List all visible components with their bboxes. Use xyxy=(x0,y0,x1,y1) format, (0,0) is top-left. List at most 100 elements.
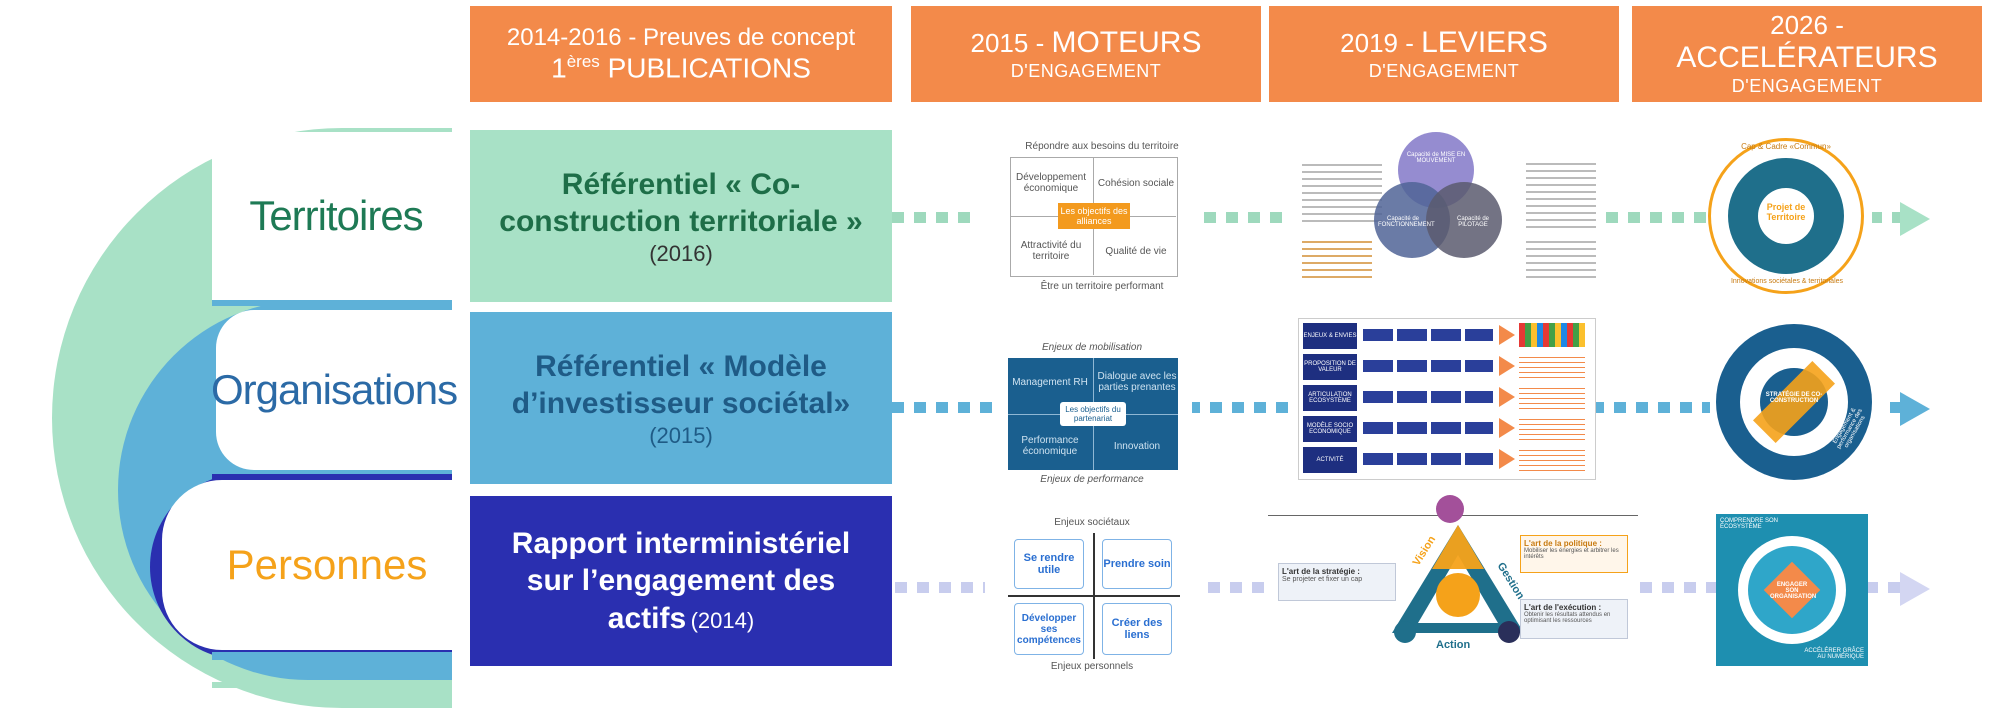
leviers-organisations-row-bar xyxy=(1363,360,1493,372)
moteurs-territoires-top: Répondre aux besoins du territoire xyxy=(1025,141,1179,152)
moteurs-territoires-q2: Cohésion sociale xyxy=(1097,177,1175,189)
accelerateurs-personnes-square: COMPRENDRE SON ÉCOSYSTÈME ENGAGER SON OR… xyxy=(1716,514,1868,666)
moteurs-personnes-q3: Développer ses compétences xyxy=(1014,603,1084,655)
leviers-organisations-row: ACTIVITÉ xyxy=(1303,447,1589,473)
leviers-territoires-c1: Capacité de MISE EN MOUVEMENT xyxy=(1406,152,1466,164)
header-publications-line2: PUBLICATIONS xyxy=(607,51,811,83)
connector-personnes-2 xyxy=(1208,582,1268,593)
publication-organisations-line2: d’investisseur sociétal» xyxy=(511,387,851,420)
moteurs-territoires-bottom: Être un territoire performant xyxy=(1040,281,1164,292)
header-moteurs: 2015 - MOTEURS D'ENGAGEMENT xyxy=(911,6,1261,102)
leviers-organisations-grid: ENJEUX & ENVIES PROPOSITION DE VALEUR ARTI… xyxy=(1298,318,1596,480)
arrow-territoires-icon xyxy=(1900,202,1930,236)
leviers-politique-title: L'art de la politique : xyxy=(1524,539,1602,548)
level-organisations: Organisations xyxy=(211,310,458,470)
moteurs-organisations-q3: Performance économique xyxy=(1021,435,1079,457)
accelerateurs-territoires-center: Projet de Territoire xyxy=(1766,202,1806,222)
leviers-organisations-row-label: ENJEUX & ENVIES xyxy=(1303,323,1357,349)
level-personnes: Personnes xyxy=(162,480,452,650)
publication-territoires-year: (2016) xyxy=(649,240,713,266)
leviers-organisations-row-arrow-icon xyxy=(1499,418,1515,438)
level-divider-4 xyxy=(212,682,452,688)
publication-organisations-year: (2015) xyxy=(649,422,713,448)
publication-territoires-line1: Référentiel « Co- xyxy=(561,167,801,201)
leviers-organisations-row-arrow-icon xyxy=(1499,387,1515,407)
moteurs-territoires-q1: Développement économique xyxy=(1015,172,1087,194)
leviers-personnes-action: Action xyxy=(1436,639,1471,651)
leviers-organisations-row-arrow-icon xyxy=(1499,356,1515,376)
level-divider-3 xyxy=(212,652,452,660)
leviers-organisations-row: ENJEUX & ENVIES xyxy=(1303,323,1589,349)
level-personnes-label: Personnes xyxy=(226,541,428,588)
moteurs-personnes-bottom: Enjeux personnels xyxy=(1050,661,1134,672)
level-territoires: Territoires xyxy=(212,132,456,300)
leviers-organisations-row-bar xyxy=(1363,422,1493,434)
header-publications: 2014-2016 - Preuves de concept 1ères PUB… xyxy=(470,6,892,102)
connector-organisations-3 xyxy=(1592,402,1710,413)
leviers-territoires-venn: Capacité de MISE EN MOUVEMENT Capacité d… xyxy=(1298,128,1598,293)
header-moteurs-sub: D'ENGAGEMENT xyxy=(1010,60,1162,81)
leviers-organisations-row-arrow-icon xyxy=(1499,325,1515,345)
level-organisations-label: Organisations xyxy=(210,366,458,413)
connector-organisations-1 xyxy=(892,402,1002,413)
header-accelerateurs-year: 2026 - xyxy=(1770,10,1844,41)
leviers-check-icon xyxy=(1394,621,1416,643)
accelerateurs-territoires-top: Cap & Cadre «Commun» xyxy=(1741,142,1831,151)
moteurs-personnes-top: Enjeux sociétaux xyxy=(1054,517,1130,528)
accelerateurs-territoires-ring: Innovations sociétales & territoriales xyxy=(1730,278,1844,285)
leviers-organisations-row-bar xyxy=(1363,329,1493,341)
publication-personnes: Rapport interministériel sur l’engagemen… xyxy=(470,496,892,666)
moteurs-organisations-bottom: Enjeux de performance xyxy=(1040,474,1144,485)
leviers-organisations-row-label: MODÈLE SOCIO ECONOMIQUE xyxy=(1303,416,1357,442)
arrow-personnes-icon xyxy=(1900,572,1930,606)
leviers-people-icon xyxy=(1436,495,1464,523)
leviers-organisations-row-box xyxy=(1519,385,1585,409)
leviers-territoires-c2: Capacité de FONCTIONNEMENT xyxy=(1378,216,1435,228)
moteurs-organisations-center: Les objectifs du partenariat xyxy=(1060,402,1126,426)
connector-personnes-3 xyxy=(1640,582,1720,593)
leviers-politique-text: Mobiliser les énergies et arbitrer les i… xyxy=(1524,548,1619,560)
leviers-triangle-icon xyxy=(1392,525,1524,633)
leviers-organisations-row-box xyxy=(1519,416,1585,440)
header-publications-number: 1 xyxy=(551,51,567,83)
publication-personnes-line1: Rapport interministériel xyxy=(511,526,851,560)
accelerateurs-personnes-center: ENGAGER SON ORGANISATION xyxy=(1770,582,1817,600)
header-leviers: 2019 - LEVIERS D'ENGAGEMENT xyxy=(1269,6,1619,102)
header-accelerateurs-sub: D'ENGAGEMENT xyxy=(1731,75,1883,96)
connector-organisations-2 xyxy=(1188,402,1298,413)
header-accelerateurs: 2026 - ACCELÉRATEURS D'ENGAGEMENT xyxy=(1632,6,1982,102)
moteurs-organisations-q1: Management RH xyxy=(1012,376,1088,388)
leviers-organisations-row: ARTICULATION ECOSYSTÈME xyxy=(1303,385,1589,411)
leviers-organisations-row-box xyxy=(1519,354,1585,378)
accelerateurs-personnes-top: COMPRENDRE SON ÉCOSYSTÈME xyxy=(1720,518,1779,530)
moteurs-territoires-center: Les objectifs des alliances xyxy=(1058,203,1130,229)
leviers-organisations-row-bar xyxy=(1363,453,1493,465)
moteurs-organisations-matrix: Enjeux de mobilisation Management RH Dia… xyxy=(992,340,1192,490)
leviers-personnes-triangle: Vision Gestion Action L'art de la straté… xyxy=(1268,495,1638,670)
header-leviers-year: 2019 - xyxy=(1340,28,1422,59)
leviers-execution-text: Obtenir les résultats attendus en optimi… xyxy=(1524,612,1611,624)
header-leviers-sub: D'ENGAGEMENT xyxy=(1368,60,1520,81)
connector-organisations-4 xyxy=(1890,402,1902,413)
accelerateurs-territoires-circle: Projet de Territoire Cap & Cadre «Commun… xyxy=(1708,138,1872,302)
connector-personnes-1 xyxy=(895,582,985,593)
leviers-territoires-c3: Capacité de PILOTAGE xyxy=(1456,216,1490,228)
moteurs-personnes-matrix: Enjeux sociétaux Se rendre utile Prendre… xyxy=(992,515,1192,675)
header-leviers-title: LEVIERS xyxy=(1421,26,1548,60)
leviers-organisations-row-arrow-icon xyxy=(1499,449,1515,469)
header-publications-line1: 2014-2016 - Preuves de concept xyxy=(506,23,856,51)
moteurs-personnes-q1: Se rendre utile xyxy=(1014,539,1084,589)
leviers-strategie-text: Se projeter et fixer un cap xyxy=(1282,576,1363,583)
accelerateurs-personnes-bottom: ACCÉLÉRER GRÂCE AU NUMÉRIQUE xyxy=(1804,648,1864,660)
moteurs-organisations-top: Enjeux de mobilisation xyxy=(1041,342,1143,353)
moteurs-personnes-q2: Prendre soin xyxy=(1102,539,1172,589)
connector-personnes-4 xyxy=(1866,582,1902,593)
moteurs-territoires-q4: Qualité de vie xyxy=(1105,245,1167,257)
header-publications-sup: ères xyxy=(566,51,600,71)
publication-personnes-line2: sur l’engagement des xyxy=(526,564,836,598)
level-territoires-label: Territoires xyxy=(249,192,423,239)
connector-territoires-1 xyxy=(892,212,972,223)
leviers-organisations-row: PROPOSITION DE VALEUR xyxy=(1303,354,1589,380)
publication-organisations-line1: Référentiel « Modèle xyxy=(535,349,827,383)
leviers-organisations-row-label: PROPOSITION DE VALEUR xyxy=(1303,354,1357,380)
